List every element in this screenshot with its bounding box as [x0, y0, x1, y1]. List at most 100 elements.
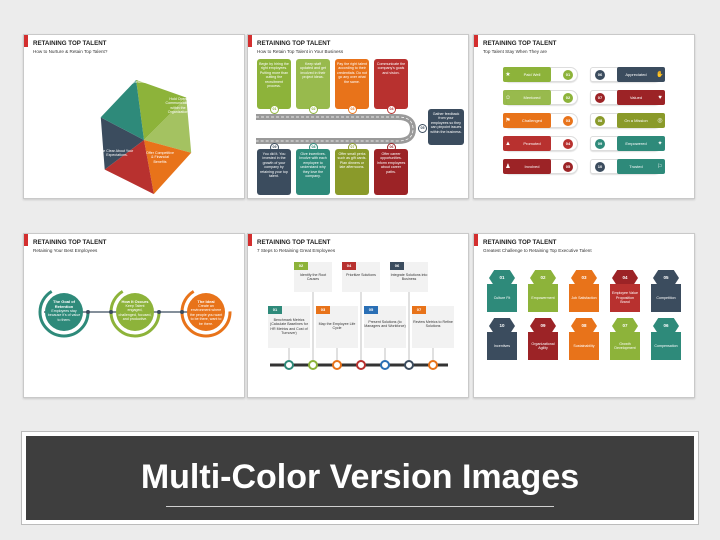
slide-subtitle: Retaining Your Best Employees [33, 248, 98, 253]
slide-title: RETAINING TOP TALENT [483, 239, 557, 246]
step-box-09: You did it. You invested in the growth o… [257, 149, 291, 195]
pentagon-label-4: Be Clear About Your Expectations. [100, 149, 134, 158]
talent-item-04: ▲Promoted 04 [503, 136, 578, 151]
slide-subtitle: Greatest Challenge to Retaining Top Exec… [483, 248, 592, 253]
slide-thumbnail-4[interactable]: RETAINING TOP TALENT Retaining Your Best… [23, 233, 245, 398]
challenge-number-10: 10 [489, 318, 515, 334]
challenge-number-04: 04 [612, 270, 638, 286]
step-number-03: 03 [348, 105, 357, 114]
timeline-graphic [270, 289, 448, 370]
slide-subtitle: Top Talent Stay When They are [483, 49, 547, 54]
slide-accent-bar [248, 35, 252, 47]
talent-item-05: ♟Involved 05 [503, 159, 578, 174]
talent-item-03: ⚑Challenged 03 [503, 113, 578, 128]
step-number-01: 01 [270, 105, 279, 114]
pentagon-segment-6 [100, 79, 144, 140]
slide-title: RETAINING TOP TALENT [257, 239, 331, 246]
talent-item-09: 09 Empowered✦ [590, 136, 665, 151]
challenge-number-01: 01 [489, 270, 515, 286]
pentagon-diagram [99, 78, 193, 196]
step-box-03: Pay the right talent according to their … [335, 59, 369, 109]
circles-diagram [38, 286, 232, 338]
talent-item-10: 10 Trusted⚐ [590, 159, 665, 174]
pentagon-segment-3 [144, 140, 192, 195]
challenge-card-03: Job Satisfaction [569, 284, 599, 312]
talent-item-01: ★Paid Well 01 [503, 67, 578, 82]
pentagon-label-5: Set Performance Standards [84, 99, 112, 108]
step-box-04: Communicate the company's goals and visi… [374, 59, 408, 109]
challenge-number-03: 03 [571, 270, 597, 286]
banner-underline [166, 506, 554, 507]
step-card-02: 02 Identify the Root Causes [294, 262, 332, 292]
challenge-card-04: Employee Value Proposition Brand [610, 284, 640, 312]
challenge-card-08: Sustainability [569, 332, 599, 360]
slide-subtitle: How to Retain Top Talent in Your Busines… [257, 49, 344, 54]
road-graphic [256, 114, 417, 144]
challenge-card-09: Organizational Agility [528, 332, 558, 360]
slide-thumbnail-6[interactable]: RETAINING TOP TALENT Greatest Challenge … [473, 233, 695, 398]
slide-title: RETAINING TOP TALENT [257, 40, 331, 47]
step-card-06: 06 Integrate Solutions into Business [390, 262, 428, 292]
challenge-number-06: 06 [653, 318, 679, 334]
step-card-05: 05 Present Solutions (to Managers and Wo… [364, 306, 406, 348]
slide-subtitle: How to Nurture & Retain Top Talent? [33, 49, 108, 54]
circle-1-text: The Goal of Retention Employees stay bec… [47, 299, 81, 322]
challenge-card-05: Competition [651, 284, 681, 312]
challenge-number-05: 05 [653, 270, 679, 286]
version-banner: Multi-Color Version Images [21, 431, 699, 525]
slide-thumbnail-5[interactable]: RETAINING TOP TALENT 7 Steps to Retainin… [247, 233, 469, 398]
people-icon: ♟ [505, 164, 511, 170]
step-number-05: 05 [418, 124, 427, 133]
challenge-card-01: Culture Fit [487, 284, 517, 312]
step-card-03: 03 Map the Employee Life Cycle [316, 306, 358, 348]
slide-title: RETAINING TOP TALENT [33, 40, 107, 47]
pentagon-label-1: Offer Employee Development Opportunities… [126, 71, 152, 84]
spark-icon: ✦ [657, 141, 663, 147]
pentagon-label-3: Offer Competitive & Financial Benefits [146, 151, 174, 164]
challenge-number-08: 08 [571, 318, 597, 334]
slide-accent-bar [24, 234, 28, 246]
circle-2-text: How It Occurs Keep Talent engaged, chall… [118, 299, 152, 322]
step-box-05: Gather feedback from your employees so t… [428, 109, 464, 145]
promote-icon: ▲ [505, 140, 511, 147]
trust-icon: ⚐ [657, 164, 663, 170]
heart-icon: ♥ [658, 94, 662, 101]
step-card-07: 07 Review Metrics to Refine Solutions [412, 306, 454, 348]
challenge-number-09: 09 [530, 318, 556, 334]
step-number-02: 02 [309, 105, 318, 114]
talent-item-08: 08 On a Mission◎ [590, 113, 665, 128]
slide-thumbnail-2[interactable]: RETAINING TOP TALENT How to Retain Top T… [247, 34, 469, 199]
pentagon-label-2: Hold Open Communication within the Organ… [165, 97, 191, 115]
step-box-06: Offer career opportunities. Inform emplo… [374, 149, 408, 195]
slide-accent-bar [248, 234, 252, 246]
talent-item-06: 06 Appreciated✋ [590, 67, 665, 82]
pentagon-segment-5 [100, 117, 144, 170]
slide-thumbnail-1[interactable]: RETAINING TOP TALENT How to Nurture & Re… [23, 34, 245, 199]
slide-title: RETAINING TOP TALENT [483, 40, 557, 47]
step-card-04: 04 Prioritize Solutions [342, 262, 380, 292]
pentagon-segment-2 [144, 97, 192, 153]
step-box-07: Offer small perks such as gift cards. Pl… [335, 149, 369, 195]
talent-item-07: 07 Valued♥ [590, 90, 665, 105]
challenge-card-07: Growth Development [610, 332, 640, 360]
challenge-card-10: Incentives [487, 332, 517, 360]
flag-icon: ⚑ [505, 118, 511, 124]
star-icon: ★ [505, 72, 511, 78]
slide-thumbnail-3[interactable]: RETAINING TOP TALENT Top Talent Stay Whe… [473, 34, 695, 199]
step-card-01: 01 Benchmark Metrics (Calculate Baseline… [268, 306, 310, 348]
challenge-number-07: 07 [612, 318, 638, 334]
talent-item-02: ☺Mentored 02 [503, 90, 578, 105]
challenge-card-02: Empowerment [528, 284, 558, 312]
slide-accent-bar [474, 35, 478, 47]
step-number-04: 04 [387, 105, 396, 114]
pentagon-segment-1 [136, 79, 187, 140]
mentor-icon: ☺ [504, 94, 512, 101]
pentagon-segment-4 [104, 140, 154, 195]
step-box-02: Keep staff updated and get involved in t… [296, 59, 330, 109]
slide-title: RETAINING TOP TALENT [33, 239, 107, 246]
challenge-number-02: 02 [530, 270, 556, 286]
hand-icon: ✋ [656, 72, 664, 78]
slide-accent-bar [24, 35, 28, 47]
step-box-08: Give incentives. Involve with each emplo… [296, 149, 330, 195]
banner-title: Multi-Color Version Images [140, 458, 580, 496]
